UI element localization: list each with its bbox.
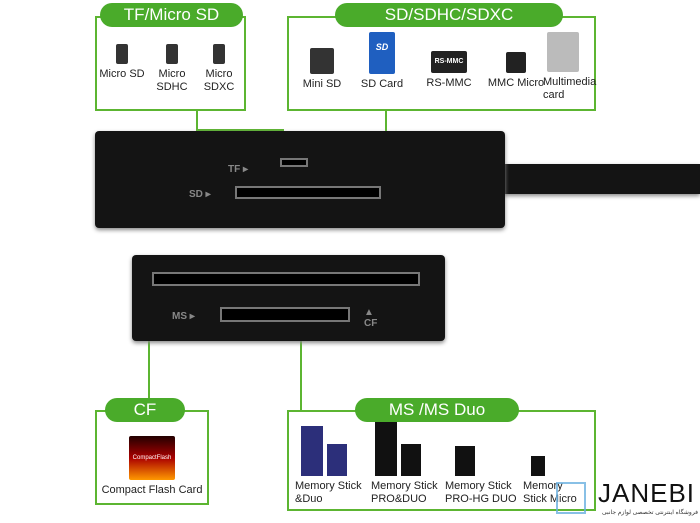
card-label: MMC Micro	[487, 77, 545, 89]
connector-line	[148, 284, 150, 410]
memory-stick-micro-icon	[531, 456, 545, 476]
box-logo-icon	[556, 482, 586, 514]
mmc-micro-card-icon	[506, 52, 526, 73]
memory-stick-icon	[301, 426, 323, 476]
tf-slot	[280, 158, 308, 167]
card-reader-bottom: MS ▸ ▲ CF	[132, 255, 445, 341]
card-label: SD Card	[360, 78, 404, 90]
multimedia-card-icon	[547, 32, 579, 72]
memory-stick-pro-hg-duo-icon	[455, 446, 475, 476]
tf-slot-label: TF ▸	[228, 164, 249, 175]
memory-stick-pro-duo-icon	[401, 444, 421, 476]
card-label: Micro SDXC	[203, 68, 235, 93]
ms-slot-label: MS ▸	[172, 311, 195, 322]
cf-slot-label: ▲ CF	[364, 307, 378, 329]
card-label: Mini SD	[302, 78, 342, 90]
memory-stick-duo-icon	[327, 444, 347, 476]
card-label: Memory Stick Micro	[523, 480, 577, 505]
usb-cable	[480, 164, 700, 194]
connector-line	[196, 110, 198, 130]
card-label: Memory Stick PRO-HG DUO	[445, 480, 517, 505]
card-reader-top: TF ▸ SD ▸	[95, 131, 505, 228]
janebi-logo: JANEBI فروشگاه اینترنتی تخصصی لوازم جانب…	[556, 478, 698, 516]
card-label: Compact Flash Card	[101, 484, 203, 496]
sd-group-title: SD/SDHC/SDXC	[335, 3, 563, 27]
microsdhc-card-icon	[166, 44, 178, 64]
brand-name: JANEBI	[598, 478, 696, 508]
microsd-card-icon	[116, 44, 128, 64]
cf-group-title: CF	[105, 398, 185, 422]
ms-group-title: MS /MS Duo	[355, 398, 519, 422]
card-label: Multimedia card	[543, 76, 597, 101]
minisd-card-icon	[310, 48, 334, 74]
card-label: RS-MMC	[426, 77, 472, 89]
brand-tagline: فروشگاه اینترنتی تخصصی لوازم جانبی	[602, 510, 698, 516]
sd-slot	[235, 186, 381, 199]
ms-group-box: Memory Stick &Duo Memory Stick PRO&DUO M…	[287, 410, 596, 511]
card-label: Micro SDHC	[156, 68, 188, 93]
rsmmc-card-icon: RS-MMC	[431, 51, 467, 73]
card-label: Micro SD	[99, 68, 145, 80]
sd-group-box: Mini SD SD SD Card RS-MMC RS-MMC MMC Micro…	[287, 16, 596, 111]
tf-group-title: TF/Micro SD	[100, 3, 243, 27]
connector-line	[196, 129, 284, 131]
cf-slot	[152, 272, 420, 286]
card-label: Memory Stick &Duo	[295, 480, 362, 505]
sd-slot-label: SD ▸	[189, 189, 211, 200]
sd-card-icon: SD	[369, 32, 395, 74]
card-label: Memory Stick PRO&DUO	[371, 480, 438, 505]
compact-flash-card-icon: CompactFlash	[129, 436, 175, 480]
connector-line	[300, 318, 302, 410]
ms-slot	[220, 307, 350, 322]
memory-stick-pro-icon	[375, 422, 397, 476]
microsdxc-card-icon	[213, 44, 225, 64]
tf-group-box: Micro SD Micro SDHC Micro SDXC	[95, 16, 246, 111]
